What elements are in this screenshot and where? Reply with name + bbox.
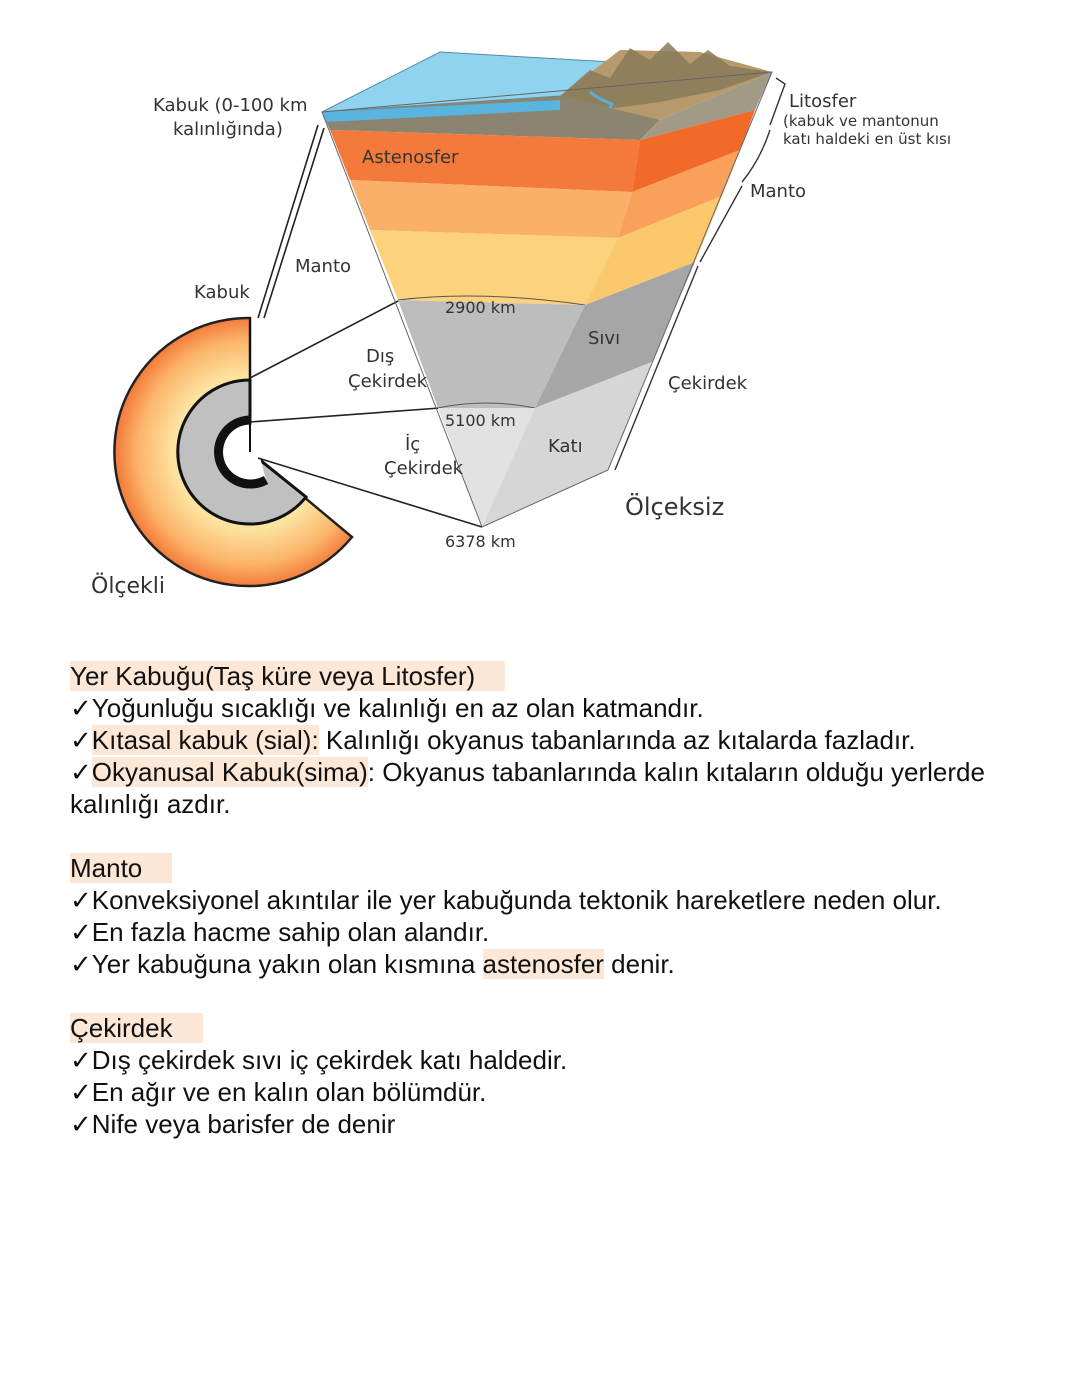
mountains bbox=[560, 42, 772, 110]
core-line-2: ✓En ağır ve en kalın olan bölümdür. bbox=[70, 1077, 487, 1107]
label-olcekli: Ölçekli bbox=[91, 573, 165, 599]
label-kabuk-left: Kabuk bbox=[194, 282, 250, 303]
mantle-line-3: ✓Yer kabuğuna yakın olan kısmına astenos… bbox=[70, 949, 675, 979]
inner-core-layer bbox=[438, 408, 535, 527]
right-brackets bbox=[614, 77, 786, 471]
label-kati: Katı bbox=[548, 436, 583, 457]
label-manto-left: Manto bbox=[295, 256, 351, 277]
label-kabuk-thickness-2: kalınlığında) bbox=[173, 119, 283, 140]
lithosphere-crust-front bbox=[322, 96, 660, 140]
core-heading: Çekirdek bbox=[70, 1013, 203, 1043]
crust-notes: Yer Kabuğu(Taş küre veya Litosfer) ✓Yoğu… bbox=[70, 660, 1030, 820]
label-ic-cekirdek-1: İç bbox=[405, 434, 420, 455]
label-litosfer-note-1: (kabuk ve mantonun bbox=[783, 112, 939, 130]
mantle-line-2: ✓En fazla hacme sahip olan alandır. bbox=[70, 917, 490, 947]
label-depth-6378: 6378 km bbox=[445, 532, 516, 551]
upper-mantle-layer bbox=[350, 180, 632, 238]
outer-core-layer bbox=[398, 300, 585, 408]
label-litosfer: Litosfer bbox=[789, 91, 857, 112]
label-cekirdek-right: Çekirdek bbox=[668, 373, 748, 394]
crust-heading: Yer Kabuğu(Taş küre veya Litosfer) bbox=[70, 661, 506, 691]
crust-line-1: ✓Yoğunluğu sıcaklığı ve kalınlığı en az … bbox=[70, 693, 704, 723]
side-crust bbox=[640, 72, 772, 140]
side-lower-mantle bbox=[585, 196, 722, 305]
crust-line-2: ✓Kıtasal kabuk (sial): Kalınlığı okyanus… bbox=[70, 725, 916, 755]
notes-section: Yer Kabuğu(Taş küre veya Litosfer) ✓Yoğu… bbox=[70, 660, 1030, 1172]
earth-layers-diagram: Kabuk (0-100 km kalınlığında) Astenosfer… bbox=[91, 42, 951, 599]
label-manto-right: Manto bbox=[750, 181, 806, 202]
lower-mantle-layer bbox=[370, 230, 618, 305]
sima-highlight: Okyanusal Kabuk(sima) bbox=[91, 757, 368, 787]
label-astenosfer: Astenosfer bbox=[362, 147, 459, 168]
side-astenosfer bbox=[632, 110, 755, 192]
label-dis-cekirdek-2: Çekirdek bbox=[348, 371, 428, 392]
core-line-1: ✓Dış çekirdek sıvı iç çekirdek katı hald… bbox=[70, 1045, 568, 1075]
side-inner-core bbox=[482, 362, 652, 527]
label-depth-5100: 5100 km bbox=[445, 411, 516, 430]
label-sivi: Sıvı bbox=[588, 328, 620, 349]
mantle-notes: Manto ✓Konveksiyonel akıntılar ile yer k… bbox=[70, 852, 1030, 980]
mantle-heading: Manto bbox=[70, 853, 173, 883]
label-litosfer-note-2: katı haldeki en üst kısı bbox=[783, 130, 951, 148]
astenosfer-layer bbox=[330, 130, 640, 192]
scaled-earth-section bbox=[113, 316, 354, 588]
earth-wedge-block bbox=[321, 42, 773, 528]
label-ic-cekirdek-2: Çekirdek bbox=[384, 458, 464, 479]
side-outer-core bbox=[535, 262, 695, 408]
astenosfer-highlight: astenosfer bbox=[482, 949, 604, 979]
label-depth-2900: 2900 km bbox=[445, 298, 516, 317]
mantle-line-1: ✓Konveksiyonel akıntılar ile yer kabuğun… bbox=[70, 885, 942, 915]
side-upper-mantle bbox=[618, 150, 740, 238]
sial-highlight: Kıtasal kabuk (sial): bbox=[91, 725, 319, 755]
crust-line-3: ✓Okyanusal Kabuk(sima): Okyanus tabanlar… bbox=[70, 757, 985, 819]
label-kabuk-thickness-1: Kabuk (0-100 km bbox=[153, 95, 308, 116]
connector-lines bbox=[249, 124, 483, 528]
label-dis-cekirdek-1: Dış bbox=[366, 346, 394, 367]
core-line-3: ✓Nife veya barisfer de denir bbox=[70, 1109, 396, 1139]
core-notes: Çekirdek ✓Dış çekirdek sıvı iç çekirdek … bbox=[70, 1012, 1030, 1140]
label-olceksiz: Ölçeksiz bbox=[625, 492, 724, 521]
